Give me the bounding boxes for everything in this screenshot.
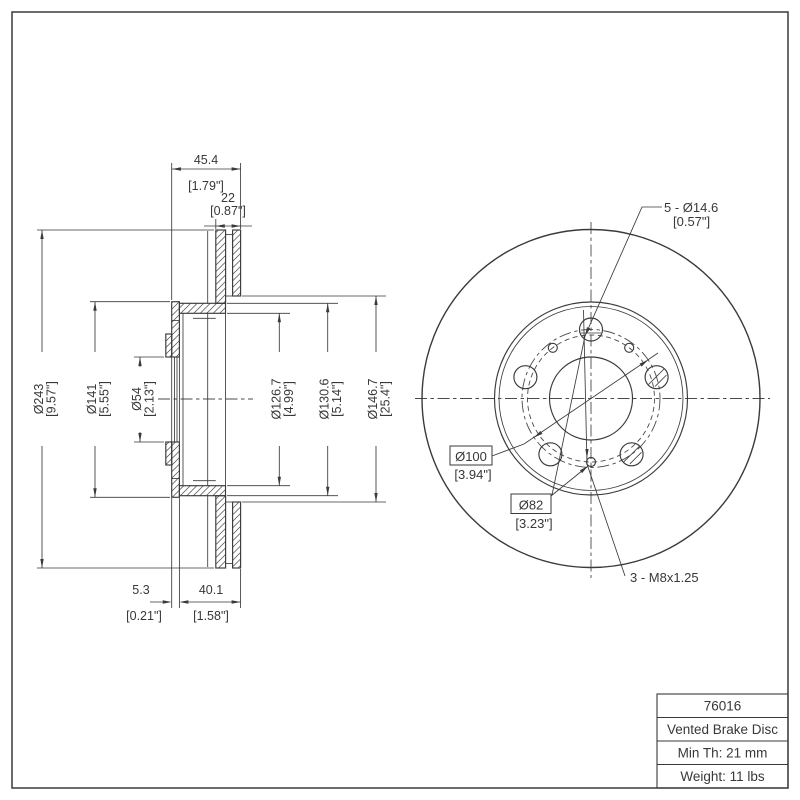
pilot-circle-box [510, 493, 552, 514]
bore-detail [165, 320, 180, 479]
dim-flange-mm: Ø141 [85, 384, 99, 415]
hat-wall-top [178, 302, 227, 314]
flange-bottom [171, 441, 180, 498]
hat-outer-circle [493, 301, 689, 496]
dim-bore-in: [2.13"] [143, 381, 157, 417]
dim-hat-inner-in: [4.99"] [282, 381, 296, 417]
thread-callout: 3 - M8x1.25 [583, 309, 699, 585]
sheet-border [11, 11, 789, 789]
front-view: 5 - Ø14.6 [0.57"] 3 - M8x1.25 Ø100 [3.94… [415, 200, 770, 585]
dim-hat-depth-in: [1.58"] [193, 609, 229, 623]
dimension-flange-thickness: 5.3 [0.21"] 40.1 [1.58"] [126, 498, 242, 623]
weight: Weight: 11 lbs [680, 769, 765, 784]
outer-plate-top [232, 229, 242, 297]
flange-top [171, 301, 180, 358]
min-thickness: Min Th: 21 mm [678, 746, 768, 761]
lug-hole-label-in: [0.57"] [673, 214, 710, 229]
lug-hole-callout: 5 - Ø14.6 [0.57"] [551, 200, 718, 496]
dimension-flange-dia: Ø141 [5.55"] [85, 301, 170, 498]
dimension-bore: Ø54 [2.13"] [130, 356, 164, 443]
bolt-circle-label-mm: Ø100 [455, 449, 487, 464]
thread-holes [547, 342, 635, 468]
pilot-boss-bottom [165, 441, 173, 466]
lug-holes [513, 317, 669, 467]
dimension-od: Ø243 [9.57"] [32, 229, 214, 569]
dim-od-mm: Ø243 [32, 384, 46, 415]
inner-plate-bottom [215, 495, 227, 569]
thread-label: 3 - M8x1.25 [630, 570, 699, 585]
bolt-circle-box [449, 445, 493, 466]
section-detail-lines [182, 231, 233, 567]
dim-flange-in: [5.55"] [98, 381, 112, 417]
inner-plate-top [215, 229, 227, 304]
dimension-hat-inner: Ø126.7 [4.99"] [227, 312, 296, 487]
dim-hat-outer-in: [5.14"] [330, 381, 344, 417]
dimension-plate-pack: 22 [0.87"] [204, 191, 252, 229]
hat-wall-bottom [178, 485, 227, 497]
dimension-hat-outer: Ø130.6 [5.14"] [227, 302, 344, 497]
dim-hat-depth-mm: 40.1 [199, 583, 223, 597]
bolt-circle-callout: Ø100 [3.94"] [449, 352, 659, 482]
bolt-circle-label-in: [3.94"] [454, 467, 491, 482]
section-view [158, 229, 253, 569]
pilot-circle-label-in: [3.23"] [515, 516, 552, 531]
pilot-boss-top [165, 333, 173, 358]
dim-flange-th-in: [0.21"] [126, 609, 162, 623]
dim-hat-inner-mm: Ø126.7 [269, 378, 283, 419]
dim-bore-mm: Ø54 [130, 387, 144, 411]
product-name: Vented Brake Disc [667, 722, 778, 737]
dim-total-width-mm: 45.4 [194, 153, 218, 167]
dim-total-width-in: [1.79"] [188, 179, 224, 193]
outer-diameter-circle [421, 228, 761, 569]
outer-plate-bottom [232, 501, 242, 569]
dim-vent-mm: Ø146.7 [366, 378, 380, 419]
lug-hole-label-mm: 5 - Ø14.6 [664, 200, 718, 215]
dimension-total-width: 45.4 [1.79"] [171, 153, 242, 300]
pilot-circle-label-mm: Ø82 [519, 498, 544, 513]
hat-inner-circle [498, 306, 684, 491]
title-block: 76016 Vented Brake Disc Min Th: 21 mm We… [656, 693, 789, 789]
dim-plate-pack-in: [0.87"] [210, 204, 246, 218]
dim-od-in: [9.57"] [45, 381, 59, 417]
dim-hat-outer-mm: Ø130.6 [318, 378, 332, 419]
part-number: 76016 [704, 699, 742, 714]
thread-hole-circle [527, 334, 655, 463]
dim-vent-in: [25.4"] [379, 381, 393, 417]
pilot-circle-callout: Ø82 [3.23"] [510, 465, 589, 531]
center-bore-circle [548, 356, 634, 441]
dim-plate-pack-mm: 22 [221, 191, 235, 205]
bolt-circle [521, 329, 661, 468]
dim-flange-th-mm: 5.3 [132, 583, 149, 597]
dimension-vent: Ø146.7 [25.4"] [242, 295, 393, 503]
